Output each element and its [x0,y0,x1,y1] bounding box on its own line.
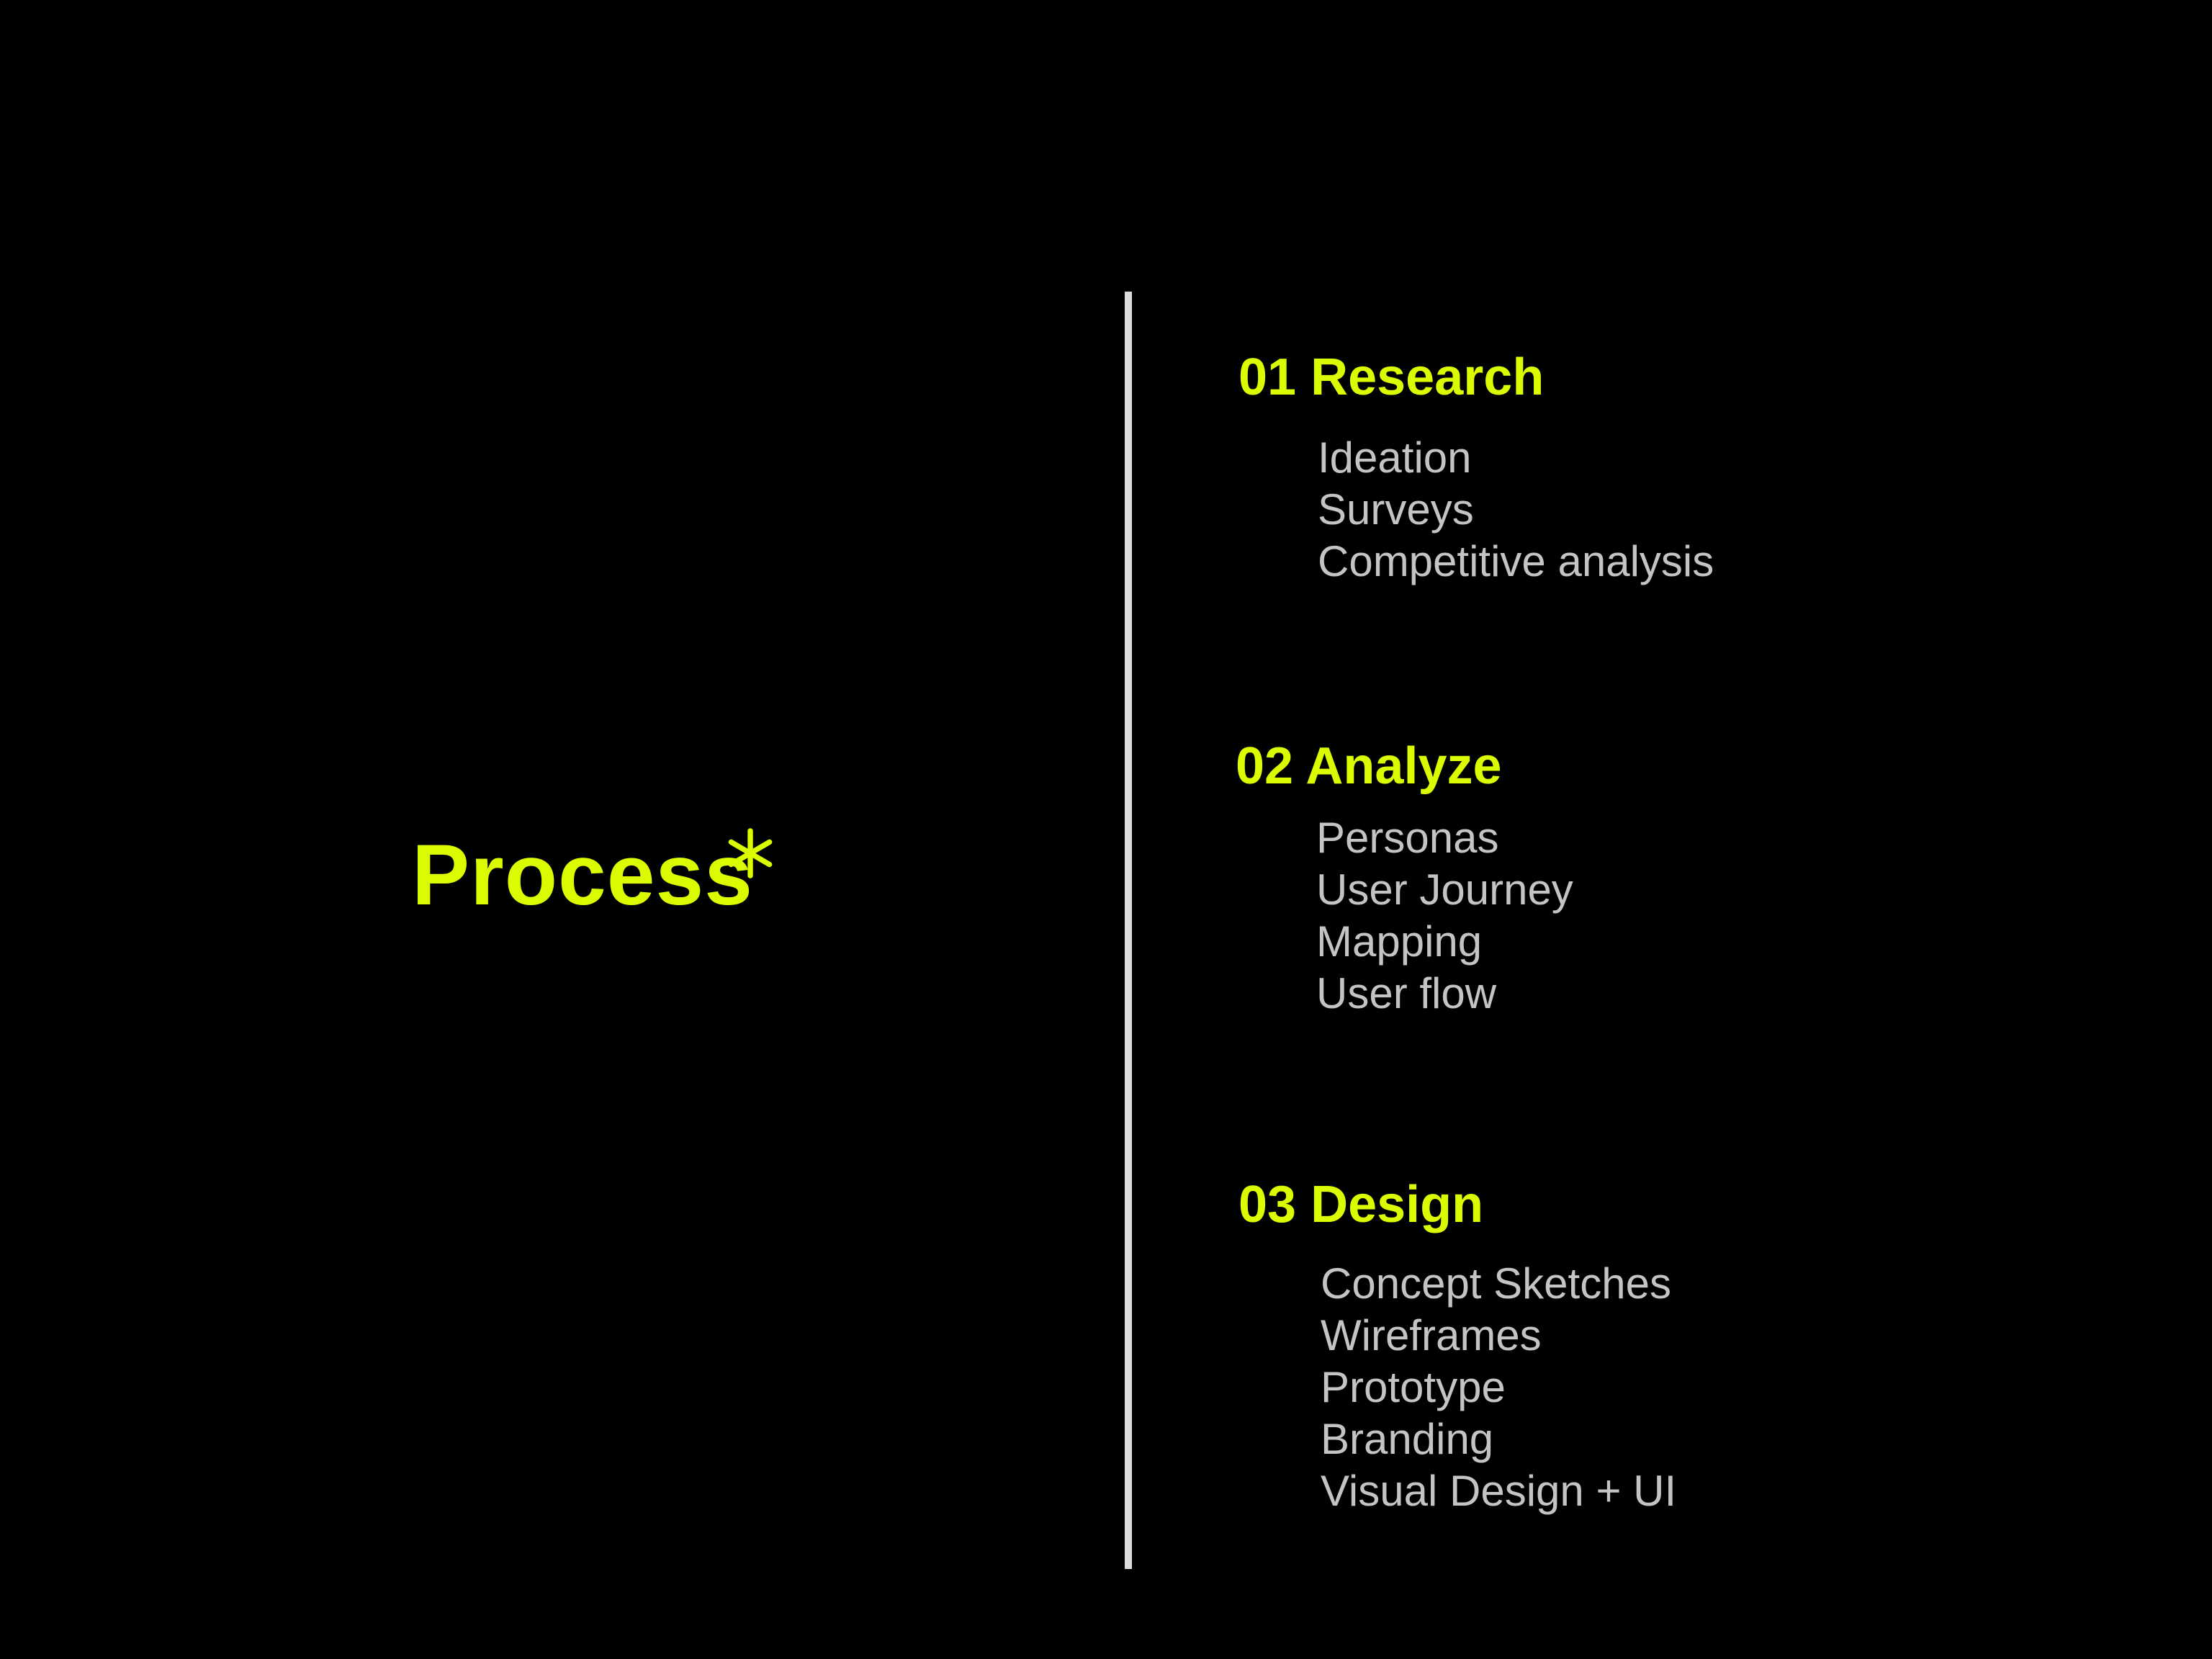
list-item: Ideation [1318,433,1472,482]
list-item: Surveys [1318,485,1474,534]
list-item: Branding [1321,1415,1494,1463]
section-item-list: Ideation Surveys Competitive analysis [1318,432,1714,588]
section-heading: 02 Analyze [1236,737,1502,795]
title-text: Process [412,827,753,923]
vertical-divider [1125,292,1132,1569]
list-item: Mapping [1316,917,1483,966]
section-item-list: Personas User Journey Mapping User flow [1316,812,1573,1020]
list-item: Competitive analysis [1318,537,1714,585]
list-item: Wireframes [1321,1311,1542,1359]
asterisk-icon [728,828,773,878]
section-design: 03 Design Concept Sketches Wireframes Pr… [1238,1176,1676,1515]
section-heading: 01 Research [1238,349,1545,406]
section-item-list: Concept Sketches Wireframes Prototype Br… [1321,1258,1676,1517]
list-item: User Journey [1316,866,1573,914]
section-analyze: 02 Analyze Personas User Journey Mapping… [1236,737,1573,1017]
section-heading: 03 Design [1238,1176,1484,1233]
section-research: 01 Research Ideation Surveys Competitive… [1238,349,1714,585]
page-title: Process [412,832,753,918]
list-item: Personas [1316,814,1499,862]
list-item: Concept Sketches [1321,1259,1671,1308]
list-item: Prototype [1321,1363,1506,1411]
list-item: User flow [1316,969,1497,1017]
list-item: Visual Design + UI [1321,1467,1677,1515]
